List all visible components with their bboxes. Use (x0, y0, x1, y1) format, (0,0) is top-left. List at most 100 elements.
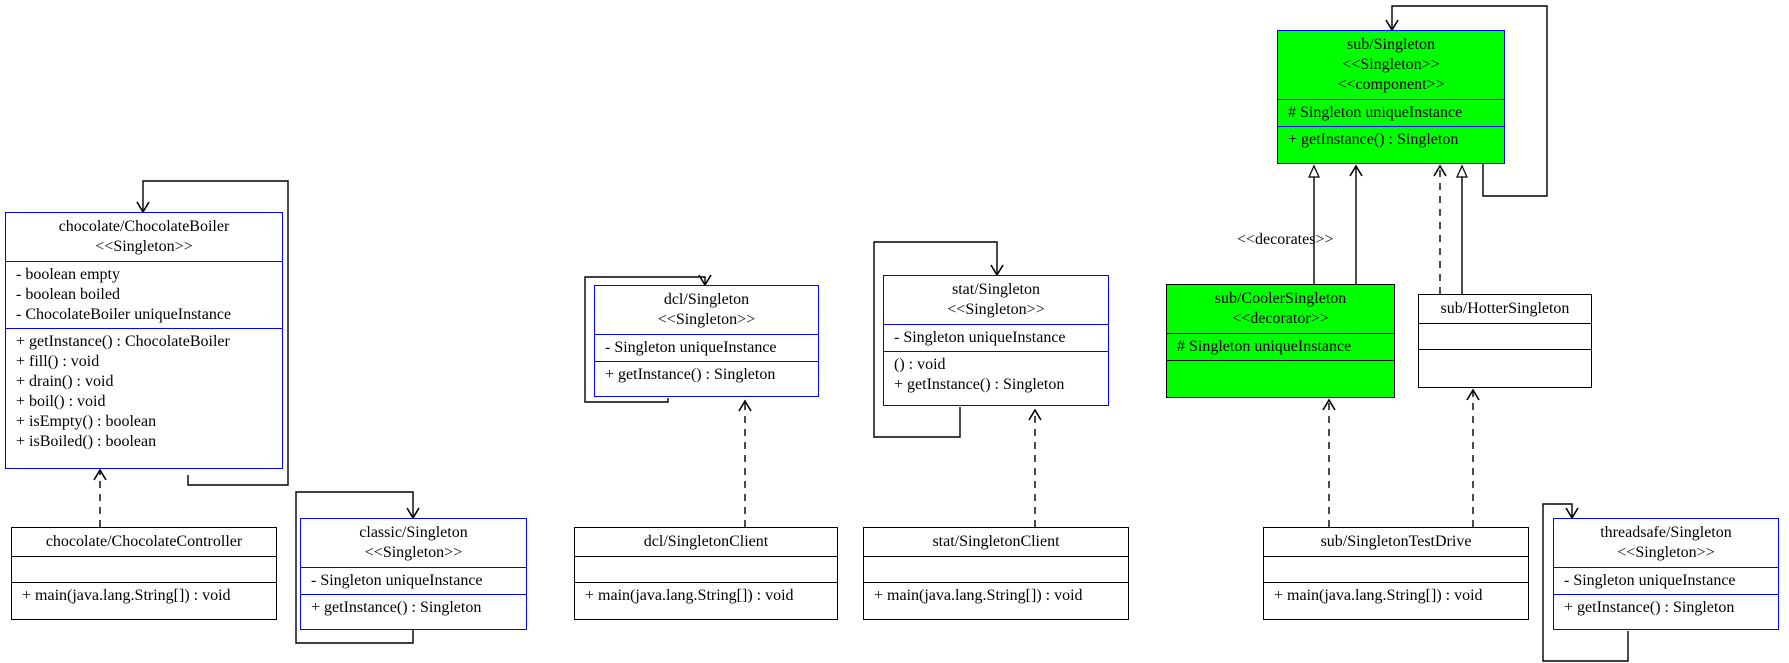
class-fields (575, 556, 837, 582)
class-header: classic/Singleton <<Singleton>> (301, 519, 526, 567)
class-header: chocolate/ChocolateController (12, 528, 276, 556)
class-field: - Singleton uniqueInstance (605, 339, 777, 356)
class-header: threadsafe/Singleton <<Singleton>> (1554, 519, 1778, 567)
class-method: + boil() : void (16, 393, 106, 410)
class-header: sub/SingletonTestDrive (1264, 528, 1528, 556)
class-methods: + getInstance() : ChocolateBoiler + fill(… (6, 328, 282, 468)
class-field: - Singleton uniqueInstance (1564, 572, 1736, 589)
class-method: () : void (894, 356, 946, 373)
class-header: dcl/SingletonClient (575, 528, 837, 556)
class-sub-singleton[interactable]: sub/Singleton <<Singleton>> <<component>> #… (1277, 30, 1505, 164)
edge-stat-self (873, 241, 1004, 438)
class-header: stat/Singleton <<Singleton>> (884, 276, 1108, 324)
class-field: # Singleton uniqueInstance (1177, 338, 1352, 355)
class-methods: + getInstance() : Singleton (595, 361, 818, 396)
class-method: + getInstance() : ChocolateBoiler (16, 333, 230, 350)
class-field: - boolean boiled (16, 286, 120, 303)
class-methods: + main(java.lang.String[]) : void (12, 582, 276, 619)
class-method: + drain() : void (16, 373, 114, 390)
class-fields: # Singleton uniqueInstance (1278, 99, 1504, 126)
class-fields: - Singleton uniqueInstance (301, 567, 526, 594)
class-method: + main(java.lang.String[]) : void (585, 587, 794, 604)
class-stereotype: <<decorator>> (1232, 310, 1329, 327)
class-methods: + getInstance() : Singleton (1278, 126, 1504, 163)
class-fields (1264, 556, 1528, 582)
class-method: + main(java.lang.String[]) : void (22, 587, 231, 604)
class-stereotype: <<Singleton>> (1342, 56, 1440, 73)
class-name: sub/CoolerSingleton (1214, 290, 1347, 307)
class-methods: + main(java.lang.String[]) : void (575, 582, 837, 619)
edge-threadsafe-self (1542, 503, 1629, 662)
class-fields (12, 556, 276, 582)
class-name: sub/Singleton (1346, 36, 1435, 53)
class-method: + fill() : void (16, 353, 100, 370)
edge-classic-self (295, 491, 420, 644)
class-method: + getInstance() : Singleton (1564, 599, 1735, 616)
class-chocolate-boiler[interactable]: chocolate/ChocolateBoiler <<Singleton>> - … (5, 212, 283, 469)
class-name: sub/HotterSingleton (1440, 300, 1570, 317)
class-header: sub/HotterSingleton (1419, 295, 1591, 323)
class-field: - Singleton uniqueInstance (311, 572, 483, 589)
class-header: stat/SingletonClient (864, 528, 1128, 556)
class-name: stat/Singleton (952, 281, 1040, 298)
class-method: + getInstance() : Singleton (605, 366, 776, 383)
class-method: + isEmpty() : boolean (16, 413, 157, 430)
class-fields: - Singleton uniqueInstance (595, 334, 818, 361)
class-stat-singleton[interactable]: stat/Singleton <<Singleton>> - Singleton u… (883, 275, 1109, 406)
class-header: sub/CoolerSingleton <<decorator>> (1167, 285, 1394, 333)
class-field: - boolean empty (16, 266, 120, 283)
class-name: classic/Singleton (359, 524, 468, 541)
edge-sub-singleton-self (1385, 5, 1548, 197)
class-stat-client[interactable]: stat/SingletonClient + main(java.lang.Str… (863, 527, 1129, 620)
class-methods: + getInstance() : Singleton (1554, 594, 1778, 629)
class-method: + main(java.lang.String[]) : void (1274, 587, 1483, 604)
class-cooler-singleton[interactable]: sub/CoolerSingleton <<decorator>> # Single… (1166, 284, 1395, 398)
class-methods: + main(java.lang.String[]) : void (864, 582, 1128, 619)
class-fields (1419, 323, 1591, 349)
class-stereotype: <<Singleton>> (364, 544, 463, 561)
class-header: sub/Singleton <<Singleton>> <<component>> (1278, 31, 1504, 99)
class-field: - Singleton uniqueInstance (894, 329, 1066, 346)
class-methods: + getInstance() : Singleton (301, 594, 526, 629)
class-method: + getInstance() : Singleton (1288, 131, 1459, 148)
class-name: stat/SingletonClient (932, 533, 1060, 550)
class-methods: () : void + getInstance() : Singleton (884, 351, 1108, 405)
class-classic-singleton[interactable]: classic/Singleton <<Singleton>> - Singleto… (300, 518, 527, 630)
class-chocolate-controller[interactable]: chocolate/ChocolateController + main(java… (11, 527, 277, 620)
class-methods: + main(java.lang.String[]) : void (1264, 582, 1528, 619)
class-methods (1419, 349, 1591, 387)
edge-dcl-self (584, 274, 712, 403)
class-stereotype: <<Singleton>> (95, 238, 193, 255)
class-header: dcl/Singleton <<Singleton>> (595, 286, 818, 334)
class-name: dcl/SingletonClient (643, 533, 769, 550)
class-method: + getInstance() : Singleton (311, 599, 482, 616)
class-fields: - Singleton uniqueInstance (1554, 567, 1778, 594)
class-method: + getInstance() : Singleton (894, 376, 1065, 393)
class-fields (864, 556, 1128, 582)
class-fields: - Singleton uniqueInstance (884, 324, 1108, 351)
class-stereotype: <<Singleton>> (947, 301, 1045, 318)
class-dcl-singleton[interactable]: dcl/Singleton <<Singleton>> - Singleton un… (594, 285, 819, 397)
class-name: chocolate/ChocolateController (45, 533, 243, 550)
class-name: dcl/Singleton (663, 291, 750, 308)
class-name: sub/SingletonTestDrive (1320, 533, 1472, 550)
class-methods (1167, 360, 1394, 397)
class-stereotype: <<Singleton>> (657, 311, 756, 328)
class-field: - ChocolateBoiler uniqueInstance (16, 306, 232, 323)
class-fields: # Singleton uniqueInstance (1167, 333, 1394, 360)
class-method: + main(java.lang.String[]) : void (874, 587, 1083, 604)
class-header: chocolate/ChocolateBoiler <<Singleton>> (6, 213, 282, 261)
class-sub-test-drive[interactable]: sub/SingletonTestDrive + main(java.lang.S… (1263, 527, 1529, 620)
class-stereotype: <<Singleton>> (1617, 544, 1715, 561)
class-name: threadsafe/Singleton (1600, 524, 1732, 541)
class-threadsafe-singleton[interactable]: threadsafe/Singleton <<Singleton>> - Singl… (1553, 518, 1779, 630)
class-method: + isBoiled() : boolean (16, 433, 157, 450)
class-stereotype: <<component>> (1337, 76, 1445, 93)
class-hotter-singleton[interactable]: sub/HotterSingleton (1418, 294, 1592, 388)
class-field: # Singleton uniqueInstance (1288, 104, 1463, 121)
class-name: chocolate/ChocolateBoiler (58, 218, 230, 235)
class-dcl-client[interactable]: dcl/SingletonClient + main(java.lang.Stri… (574, 527, 838, 620)
edge-label-decorates: <<decorates>> (1237, 231, 1334, 248)
edge-chocolate-boiler-self (136, 180, 289, 486)
